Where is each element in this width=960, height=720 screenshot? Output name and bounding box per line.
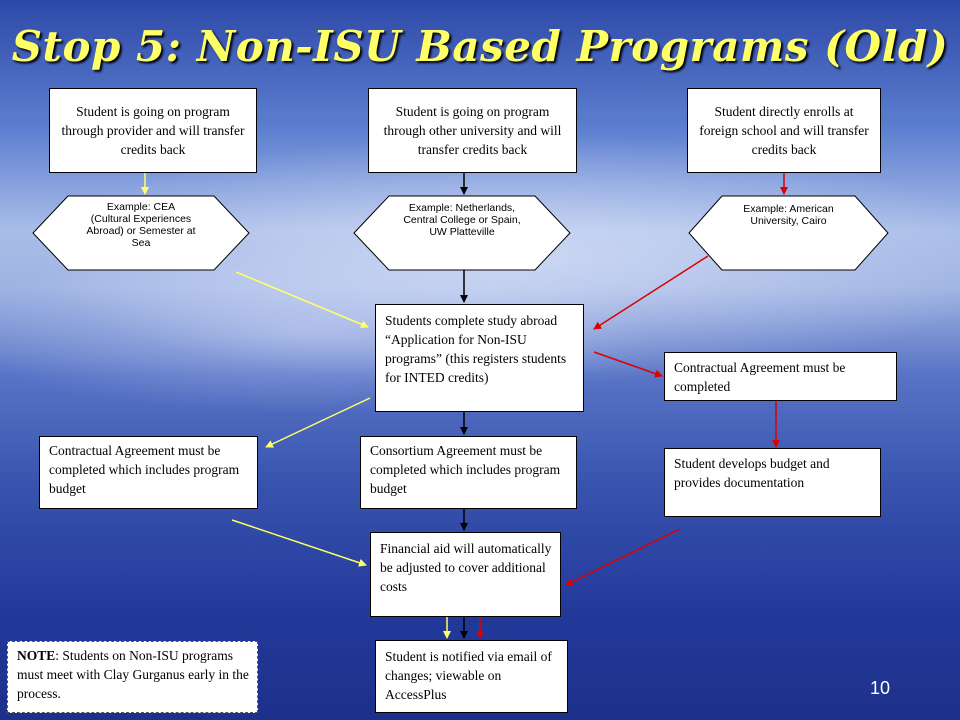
note-text: : Students on Non-ISU programs must meet… xyxy=(17,648,249,701)
hexagon-left xyxy=(32,195,250,271)
provider-box: Student is going on program through prov… xyxy=(49,88,257,173)
provider-text: Student is going on program through prov… xyxy=(61,104,245,157)
notified-text: Student is notified via email of changes… xyxy=(385,649,552,702)
contractual-right-box: Contractual Agreement must be completed xyxy=(664,352,897,401)
contractual-left-text: Contractual Agreement must be completed … xyxy=(49,443,240,496)
budget-box: Student develops budget and provides doc… xyxy=(664,448,881,517)
arrow-hex-left-to-application xyxy=(235,271,369,328)
contractual-right-text: Contractual Agreement must be completed xyxy=(674,360,846,394)
arrow-application-to-contractual-right xyxy=(593,351,663,378)
budget-text: Student develops budget and provides doc… xyxy=(674,456,830,490)
slide-title: Stop 5: Non-ISU Based Programs (Old) xyxy=(11,22,949,71)
hexagon-middle-text: Example: Netherlands, Central College or… xyxy=(403,202,521,238)
direct-enroll-text: Student directly enrolls at foreign scho… xyxy=(699,104,869,157)
hexagon-right xyxy=(688,195,889,271)
page-number: 10 xyxy=(869,678,890,698)
arrow-contractual-left-to-aid xyxy=(231,519,367,567)
financial-aid-box: Financial aid will automatically be adju… xyxy=(370,532,561,617)
note-label: NOTE xyxy=(17,648,56,663)
application-text: Students complete study abroad “Applicat… xyxy=(385,313,567,385)
arrow-hex-right-to-application xyxy=(593,255,709,330)
application-box: Students complete study abroad “Applicat… xyxy=(375,304,584,412)
other-university-box: Student is going on program through othe… xyxy=(368,88,577,173)
hexagon-right-text: Example: American University, Cairo xyxy=(743,203,834,227)
consortium-box: Consortium Agreement must be completed w… xyxy=(360,436,577,509)
note-box: NOTE: Students on Non-ISU programs must … xyxy=(7,641,258,713)
hexagon-middle xyxy=(353,195,571,271)
consortium-text: Consortium Agreement must be completed w… xyxy=(370,443,561,496)
arrow-budget-to-aid xyxy=(565,528,681,586)
hexagon-left-text: Example: CEA (Cultural Experiences Abroa… xyxy=(86,201,196,249)
arrow-application-to-contractual-left xyxy=(265,397,371,448)
notified-box: Student is notified via email of changes… xyxy=(375,640,568,713)
financial-aid-text: Financial aid will automatically be adju… xyxy=(380,541,552,594)
contractual-left-box: Contractual Agreement must be completed … xyxy=(39,436,258,509)
direct-enroll-box: Student directly enrolls at foreign scho… xyxy=(687,88,881,173)
other-university-text: Student is going on program through othe… xyxy=(383,104,562,157)
